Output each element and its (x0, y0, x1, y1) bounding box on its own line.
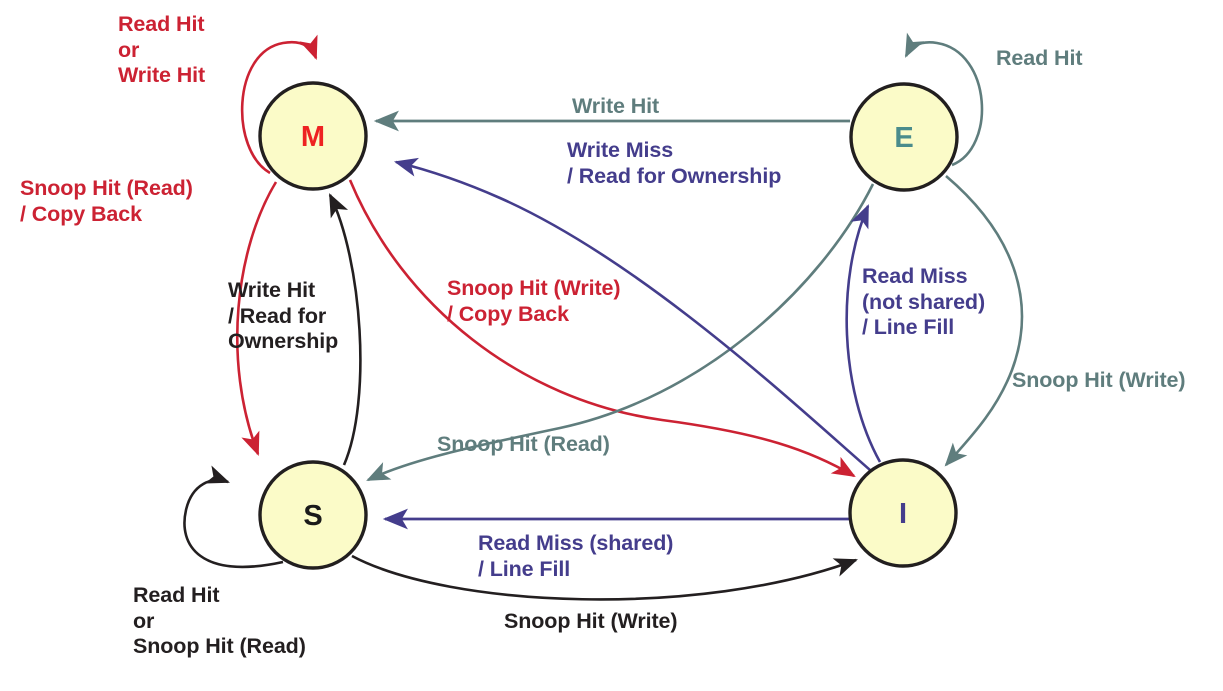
edge-s-self (183, 465, 284, 569)
edge-label-i-to-m: Write Miss / Read for Ownership (567, 138, 782, 188)
state-circle-m[interactable] (258, 81, 368, 191)
edge-s-to-m (328, 193, 362, 466)
state-node-i[interactable]: I (848, 458, 958, 568)
state-node-e[interactable]: E (849, 82, 959, 192)
edge-label-e-to-i: Snoop Hit (Write) (1012, 368, 1186, 392)
edge-i-to-m (393, 157, 871, 471)
edge-label-m-to-i: Snoop Hit (Write) / Copy Back (447, 276, 621, 326)
state-label-m: M (301, 121, 325, 153)
edge-i-to-e (845, 204, 882, 463)
state-node-s[interactable]: S (258, 460, 368, 570)
state-label-s: S (303, 500, 322, 532)
state-label-e: E (894, 122, 913, 154)
edge-label-m-to-s: Snoop Hit (Read) / Copy Back (20, 176, 193, 226)
edge-m-self (240, 34, 318, 175)
edge-e-to-s (366, 183, 875, 482)
edge-m-to-s (235, 181, 278, 456)
edges-layer (183, 32, 1024, 601)
edge-label-i-to-s: Read Miss (shared) / Line Fill (478, 531, 674, 581)
edge-label-s-to-m: Write Hit / Read for Ownership (228, 278, 339, 353)
edge-label-e-self: Read Hit (996, 46, 1083, 70)
edge-label-s-self: Read Hit or Snoop Hit (Read) (133, 583, 306, 658)
state-circle-e[interactable] (849, 82, 959, 192)
state-circle-i[interactable] (848, 458, 958, 568)
edge-e-to-i (944, 175, 1024, 467)
edge-s-to-i (351, 554, 858, 601)
edge-label-s-to-i: Snoop Hit (Write) (504, 609, 678, 633)
state-circle-s[interactable] (258, 460, 368, 570)
nodes-layer: M E S I (258, 81, 959, 570)
edge-label-e-to-s: Snoop Hit (Read) (437, 432, 610, 456)
edge-m-to-i (348, 179, 856, 478)
edge-label-i-to-e: Read Miss (not shared) / Line Fill (862, 264, 986, 339)
state-label-i: I (899, 498, 907, 530)
edge-label-m-self: Read Hit or Write Hit (118, 12, 206, 87)
edge-e-self (904, 32, 984, 167)
state-node-m[interactable]: M (258, 81, 368, 191)
edge-label-e-to-m: Write Hit (572, 94, 660, 118)
